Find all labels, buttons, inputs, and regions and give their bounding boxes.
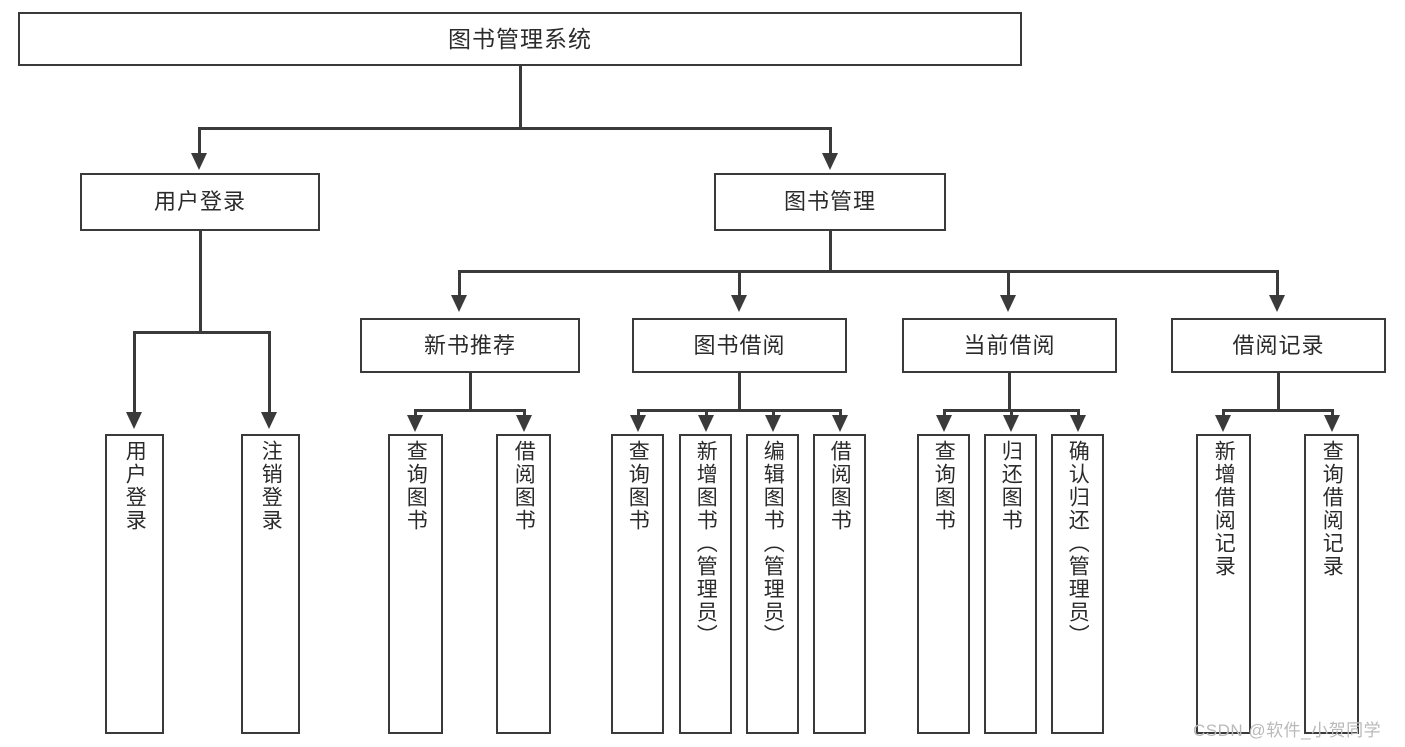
arrowhead-book-borrow-child-2 bbox=[698, 415, 714, 432]
node-label: 查询图书 bbox=[626, 440, 650, 532]
edge-current-borrow-child-1 bbox=[943, 409, 946, 418]
watermark-text: CSDN @软件_小贺同学 bbox=[1193, 721, 1382, 740]
node-label: 当前借阅 bbox=[963, 332, 1056, 358]
arrowhead-book-manage-child-3 bbox=[1000, 295, 1016, 312]
leaf-new-book-query[interactable]: 查询图书 bbox=[388, 434, 443, 734]
edge-to-user-login bbox=[198, 127, 201, 157]
edge-borrow-record-stem bbox=[1277, 373, 1280, 409]
leaf-book-borrow-borrow[interactable]: 借阅图书 bbox=[813, 434, 866, 734]
leaf-user-login-login[interactable]: 用户登录 bbox=[105, 434, 164, 734]
leaf-current-borrow-query[interactable]: 查询图书 bbox=[917, 434, 970, 734]
edge-book-manage-stem bbox=[829, 231, 832, 270]
leaf-book-borrow-edit[interactable]: 编辑图书（管理员） bbox=[746, 434, 799, 734]
node-label: 图书借阅 bbox=[693, 332, 786, 358]
edge-root-stem bbox=[519, 66, 522, 127]
leaf-book-borrow-query[interactable]: 查询图书 bbox=[611, 434, 664, 734]
arrowhead-user-login-child-1 bbox=[126, 412, 142, 429]
arrowhead-current-borrow-child-3 bbox=[1070, 415, 1086, 432]
edge-new-book-child-2 bbox=[523, 409, 526, 418]
node-label: 借阅记录 bbox=[1232, 332, 1325, 358]
arrowhead-new-book-child-2 bbox=[516, 415, 532, 432]
arrowhead-book-borrow-child-3 bbox=[765, 415, 781, 432]
arrowhead-borrow-record-child-1 bbox=[1215, 415, 1231, 432]
edge-user-login-child-2 bbox=[268, 331, 271, 415]
node-borrow-record[interactable]: 借阅记录 bbox=[1171, 318, 1386, 373]
arrowhead-book-manage-child-1 bbox=[451, 295, 467, 312]
arrowhead-book-manage-child-4 bbox=[1269, 295, 1285, 312]
edge-book-manage-bar bbox=[458, 270, 1278, 273]
edge-new-book-child-1 bbox=[414, 409, 417, 418]
arrowhead-to-user-login bbox=[191, 153, 207, 170]
arrowhead-book-borrow-child-4 bbox=[832, 415, 848, 432]
node-label: 归还图书 bbox=[999, 440, 1023, 532]
node-new-book-recommend[interactable]: 新书推荐 bbox=[360, 318, 580, 373]
node-label: 新书推荐 bbox=[423, 332, 516, 358]
edge-book-borrow-child-1 bbox=[637, 409, 640, 418]
edge-book-borrow-stem bbox=[738, 373, 741, 409]
edge-borrow-record-bar bbox=[1222, 409, 1333, 412]
leaf-current-borrow-return[interactable]: 归还图书 bbox=[984, 434, 1037, 734]
node-user-login[interactable]: 用户登录 bbox=[80, 173, 320, 231]
edge-new-book-stem bbox=[469, 373, 472, 409]
edge-user-login-stem bbox=[199, 231, 202, 331]
edge-book-borrow-child-2 bbox=[705, 409, 708, 418]
node-label: 用户登录 bbox=[153, 189, 246, 215]
node-root-system[interactable]: 图书管理系统 bbox=[18, 12, 1022, 66]
node-label: 查询借阅记录 bbox=[1320, 440, 1344, 578]
edge-book-borrow-bar bbox=[637, 409, 841, 412]
edge-book-borrow-child-3 bbox=[772, 409, 775, 418]
edge-user-login-child-1 bbox=[133, 331, 136, 415]
node-label: 编辑图书（管理员） bbox=[761, 440, 785, 647]
node-label: 借阅图书 bbox=[512, 440, 536, 532]
arrowhead-to-book-manage bbox=[822, 153, 838, 170]
arrowhead-borrow-record-child-2 bbox=[1324, 415, 1340, 432]
leaf-book-borrow-add[interactable]: 新增图书（管理员） bbox=[679, 434, 732, 734]
edge-new-book-bar bbox=[414, 409, 525, 412]
arrowhead-current-borrow-child-1 bbox=[936, 415, 952, 432]
leaf-borrow-record-add[interactable]: 新增借阅记录 bbox=[1196, 434, 1251, 734]
arrowhead-current-borrow-child-2 bbox=[1003, 415, 1019, 432]
node-book-borrow[interactable]: 图书借阅 bbox=[632, 318, 847, 373]
edge-book-manage-child-1 bbox=[458, 270, 461, 298]
edge-root-bar bbox=[198, 127, 832, 130]
node-label: 查询图书 bbox=[932, 440, 956, 532]
node-label: 注销登录 bbox=[259, 440, 283, 532]
leaf-new-book-borrow[interactable]: 借阅图书 bbox=[496, 434, 551, 734]
node-current-borrow[interactable]: 当前借阅 bbox=[902, 318, 1117, 373]
node-label: 确认归还（管理员） bbox=[1066, 440, 1090, 647]
arrowhead-user-login-child-2 bbox=[261, 412, 277, 429]
node-label: 新增图书（管理员） bbox=[694, 440, 718, 647]
edge-borrow-record-child-2 bbox=[1331, 409, 1334, 418]
arrowhead-book-borrow-child-1 bbox=[630, 415, 646, 432]
leaf-borrow-record-query[interactable]: 查询借阅记录 bbox=[1304, 434, 1359, 734]
edge-to-book-manage bbox=[829, 127, 832, 157]
node-label: 查询图书 bbox=[404, 440, 428, 532]
node-label: 图书管理 bbox=[783, 189, 876, 215]
node-label: 图书管理系统 bbox=[448, 25, 592, 52]
edge-current-borrow-stem bbox=[1008, 373, 1011, 409]
node-label: 新增借阅记录 bbox=[1212, 440, 1236, 578]
node-label: 用户登录 bbox=[123, 440, 147, 532]
arrowhead-book-manage-child-2 bbox=[731, 295, 747, 312]
edge-user-login-bar bbox=[133, 331, 269, 334]
leaf-user-login-logout[interactable]: 注销登录 bbox=[241, 434, 300, 734]
node-book-manage[interactable]: 图书管理 bbox=[714, 173, 946, 231]
node-label: 借阅图书 bbox=[828, 440, 852, 532]
edge-book-manage-child-3 bbox=[1007, 270, 1010, 298]
edge-current-borrow-child-3 bbox=[1077, 409, 1080, 418]
edge-book-manage-child-4 bbox=[1276, 270, 1279, 298]
edge-book-manage-child-2 bbox=[738, 270, 741, 298]
arrowhead-new-book-child-1 bbox=[407, 415, 423, 432]
edge-book-borrow-child-4 bbox=[839, 409, 842, 418]
edge-borrow-record-child-1 bbox=[1222, 409, 1225, 418]
edge-current-borrow-child-2 bbox=[1010, 409, 1013, 418]
leaf-current-borrow-confirm[interactable]: 确认归还（管理员） bbox=[1051, 434, 1104, 734]
